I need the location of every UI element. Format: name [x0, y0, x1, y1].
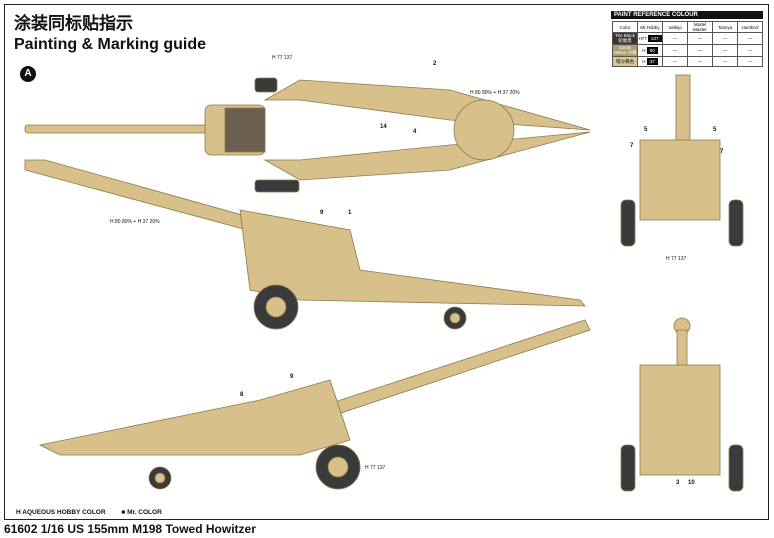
color-cell: Sandy Yellow 沙黄: [612, 44, 638, 57]
part-number: 8: [240, 392, 244, 398]
hobby-code: H: [642, 59, 646, 64]
table-row: Tire Black 轮胎黑 H77 137 — — — —: [612, 32, 763, 45]
part-number: 4: [413, 129, 417, 135]
page-frame: [4, 4, 769, 520]
part-number: 10: [688, 480, 695, 486]
kit-title-footer: 61602 1/16 US 155mm M198 Towed Howitzer: [4, 522, 256, 536]
callout-front-tire-paint: H 77 137: [666, 256, 687, 262]
title-english: Painting & Marking guide: [14, 36, 207, 53]
view-badge: A: [20, 66, 36, 82]
rear-view-howitzer: [620, 317, 744, 492]
part-number: 1: [348, 210, 352, 216]
cell: —: [737, 56, 763, 67]
part-number: 14: [380, 124, 387, 130]
legend-mr-color: ■ Mr. COLOR: [121, 509, 162, 516]
part-number: 2: [433, 61, 437, 67]
part-number: 7: [630, 143, 634, 149]
paint-table-title: PAINT REFERENCE COLOUR: [611, 11, 763, 19]
top-view-howitzer: [24, 77, 591, 193]
table-row: Sandy Yellow 沙黄 H 80 — — — —: [612, 44, 763, 57]
mr-code: 37: [646, 58, 658, 65]
part-number: 5: [713, 127, 717, 133]
legend-aqueous: H AQUEOUS HOBBY COLOR: [16, 509, 106, 516]
table-row: 暗沙黄色 H 37 — — — —: [612, 56, 763, 67]
hobby-code: H77: [638, 36, 647, 41]
callout-wheel-paint: H 77 137: [365, 465, 386, 471]
part-number: 7: [720, 149, 724, 155]
hobby-cell: H 80: [637, 44, 663, 57]
paint-reference-table: Color Mr.Hobby Vallejo Model Master Tami…: [612, 21, 763, 67]
side-view-howitzer-left: [38, 319, 591, 490]
callout-body-paint-mix: H 80 80% + H 37 20%: [470, 90, 520, 96]
part-number: 9: [290, 374, 294, 380]
front-view-howitzer: [620, 74, 744, 247]
side-view-howitzer-right: [24, 159, 586, 330]
hobby-code: H: [642, 48, 646, 53]
table-header-row: Color Mr.Hobby Vallejo Model Master Tami…: [612, 21, 763, 33]
part-number: 5: [644, 127, 648, 133]
callout-tire-paint: H 77 137: [272, 55, 293, 61]
color-legend: H AQUEOUS HOBBY COLOR ■ Mr. COLOR: [16, 509, 162, 516]
part-number: 3: [676, 480, 680, 486]
mr-code: 80: [646, 47, 658, 54]
mr-code: 137: [648, 35, 662, 42]
part-number: 9: [320, 210, 324, 216]
callout-barrel-paint-mix: H 80 80% + H 37 20%: [110, 219, 160, 225]
title-chinese: 涂装同标贴指示: [14, 14, 133, 33]
